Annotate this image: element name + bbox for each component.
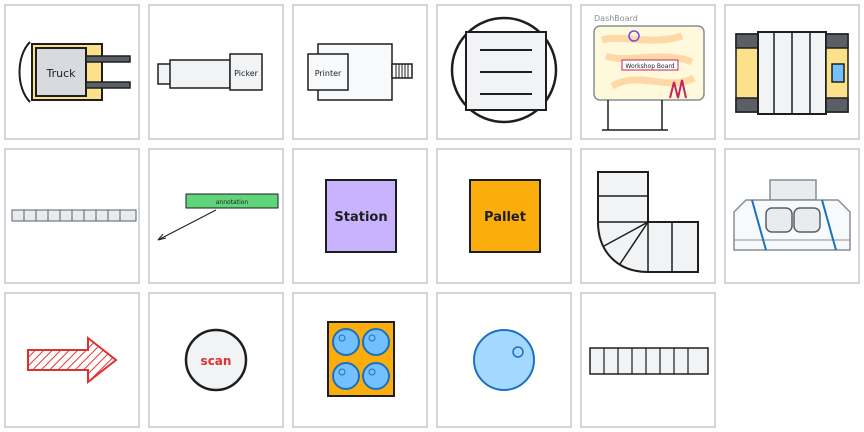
truck-label: Truck: [45, 67, 76, 80]
dashboard-icon: DashBoard Workshop Board: [593, 14, 705, 131]
dashboard-board-title: Workshop Board: [625, 63, 674, 70]
dashboard-label: DashBoard: [594, 14, 638, 23]
station-label: Station: [334, 210, 387, 225]
library-item-ball[interactable]: [436, 292, 572, 428]
conveyor-bend-icon: [597, 171, 699, 273]
library-item-picker[interactable]: Picker: [148, 4, 284, 140]
printer-label: Printer: [315, 69, 342, 78]
library-item-round-table[interactable]: [436, 4, 572, 140]
library-item-arrow[interactable]: [4, 292, 140, 428]
library-item-pallet[interactable]: Pallet: [436, 148, 572, 284]
library-item-dashboard[interactable]: DashBoard Workshop Board: [580, 4, 716, 140]
annotation-label: annotation: [216, 199, 249, 206]
picker-label: Picker: [234, 69, 259, 78]
library-item-conveyor-short[interactable]: [4, 148, 140, 284]
rack-icon: [327, 321, 395, 397]
library-item-conveyor-bend[interactable]: [580, 148, 716, 284]
pallet-icon: Pallet: [469, 179, 541, 253]
conveyor-icon: [11, 209, 137, 222]
conveyor-long-icon: [589, 347, 709, 375]
printer-icon: Printer: [307, 43, 413, 101]
machine-icon: [735, 31, 849, 115]
library-item-annotation[interactable]: annotation: [148, 148, 284, 284]
truck-icon: Truck: [18, 41, 131, 103]
picker-icon: Picker: [157, 53, 263, 91]
library-item-scan[interactable]: scan: [148, 292, 284, 428]
vehicle-icon: [733, 179, 851, 251]
library-item-truck[interactable]: Truck: [4, 4, 140, 140]
library-item-conveyor-long[interactable]: [580, 292, 716, 428]
library-item-rack[interactable]: [292, 292, 428, 428]
ball-icon: [473, 329, 535, 391]
library-item-machine[interactable]: [724, 4, 860, 140]
arrow-right-icon: [27, 335, 118, 385]
library-item-station[interactable]: Station: [292, 148, 428, 284]
library-item-vehicle[interactable]: [724, 148, 860, 284]
scan-icon: scan: [184, 328, 248, 392]
pallet-label: Pallet: [484, 210, 526, 225]
scan-label: scan: [201, 354, 232, 368]
station-icon: Station: [325, 179, 397, 253]
round-table-icon: [450, 16, 558, 124]
library-item-printer[interactable]: Printer: [292, 4, 428, 140]
annotation-icon: annotation: [157, 193, 279, 241]
